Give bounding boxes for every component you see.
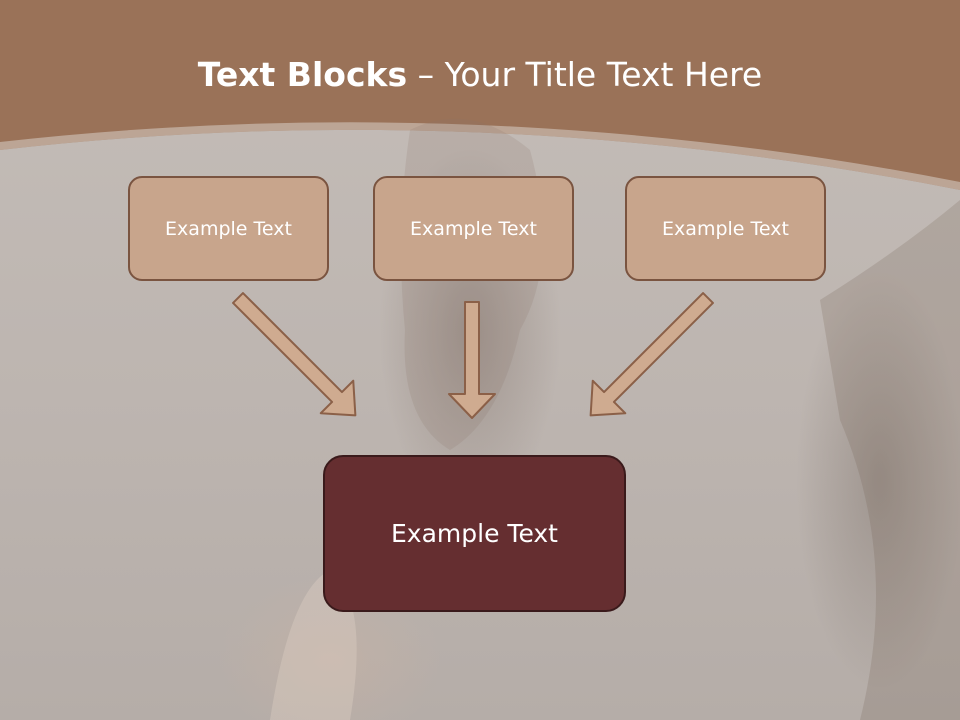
header-band <box>0 0 960 190</box>
header-arc-light <box>0 122 960 190</box>
title-regular: Your Title Text Here <box>444 55 763 94</box>
text-block-right[interactable]: Example Text <box>625 176 826 281</box>
title-bold: Text Blocks <box>197 55 408 94</box>
text-block-main[interactable]: Example Text <box>323 455 626 612</box>
arrow-left <box>232 292 357 417</box>
hair-shape <box>820 200 960 720</box>
arrow-center <box>448 301 496 419</box>
text-block-main-label: Example Text <box>391 519 558 548</box>
text-block-left[interactable]: Example Text <box>128 176 329 281</box>
text-block-right-label: Example Text <box>662 217 789 240</box>
slide-title: Text Blocks – Your Title Text Here <box>0 55 960 95</box>
text-block-left-label: Example Text <box>165 217 292 240</box>
arrow-right <box>589 292 714 417</box>
title-separator: – <box>407 55 445 94</box>
text-block-center-label: Example Text <box>410 217 537 240</box>
text-block-center[interactable]: Example Text <box>373 176 574 281</box>
